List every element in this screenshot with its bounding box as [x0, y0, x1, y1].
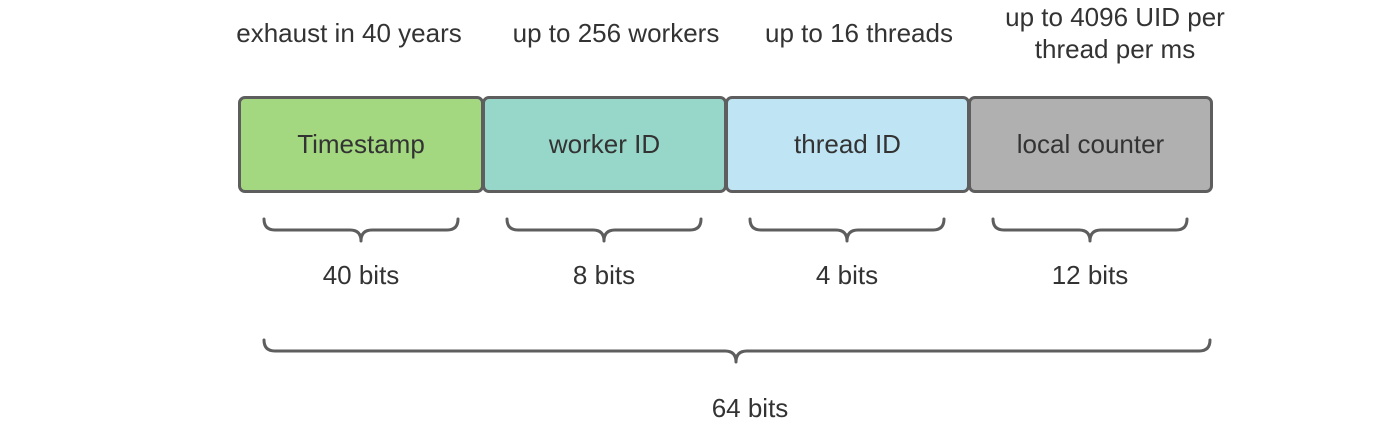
- field-box-local-counter: local counter: [968, 96, 1213, 193]
- field-label-worker-id: worker ID: [548, 129, 661, 159]
- bits-label-timestamp: 40 bits: [322, 260, 400, 290]
- brace-timestamp: [262, 217, 460, 243]
- bits-label-worker-id: 8 bits: [572, 260, 636, 290]
- bits-label-local-counter: 12 bits: [1051, 260, 1129, 290]
- field-label-local-counter: local counter: [1016, 129, 1165, 159]
- field-caption-local-counter: up to 4096 UID per thread per ms: [1005, 2, 1225, 64]
- bits-label-thread-id: 4 bits: [815, 260, 879, 290]
- field-caption-timestamp: exhaust in 40 years: [236, 18, 462, 48]
- brace-total: [262, 338, 1212, 364]
- field-caption-worker-id: up to 256 workers: [512, 18, 720, 48]
- total-bits-label: 64 bits: [711, 393, 789, 423]
- field-box-timestamp: Timestamp: [238, 96, 484, 193]
- brace-thread-id: [748, 217, 946, 243]
- brace-worker-id: [505, 217, 703, 243]
- brace-local-counter: [991, 217, 1189, 243]
- field-box-worker-id: worker ID: [482, 96, 727, 193]
- field-label-timestamp: Timestamp: [297, 129, 425, 159]
- field-label-thread-id: thread ID: [794, 129, 901, 159]
- field-caption-thread-id: up to 16 threads: [765, 18, 953, 48]
- field-box-thread-id: thread ID: [725, 96, 970, 193]
